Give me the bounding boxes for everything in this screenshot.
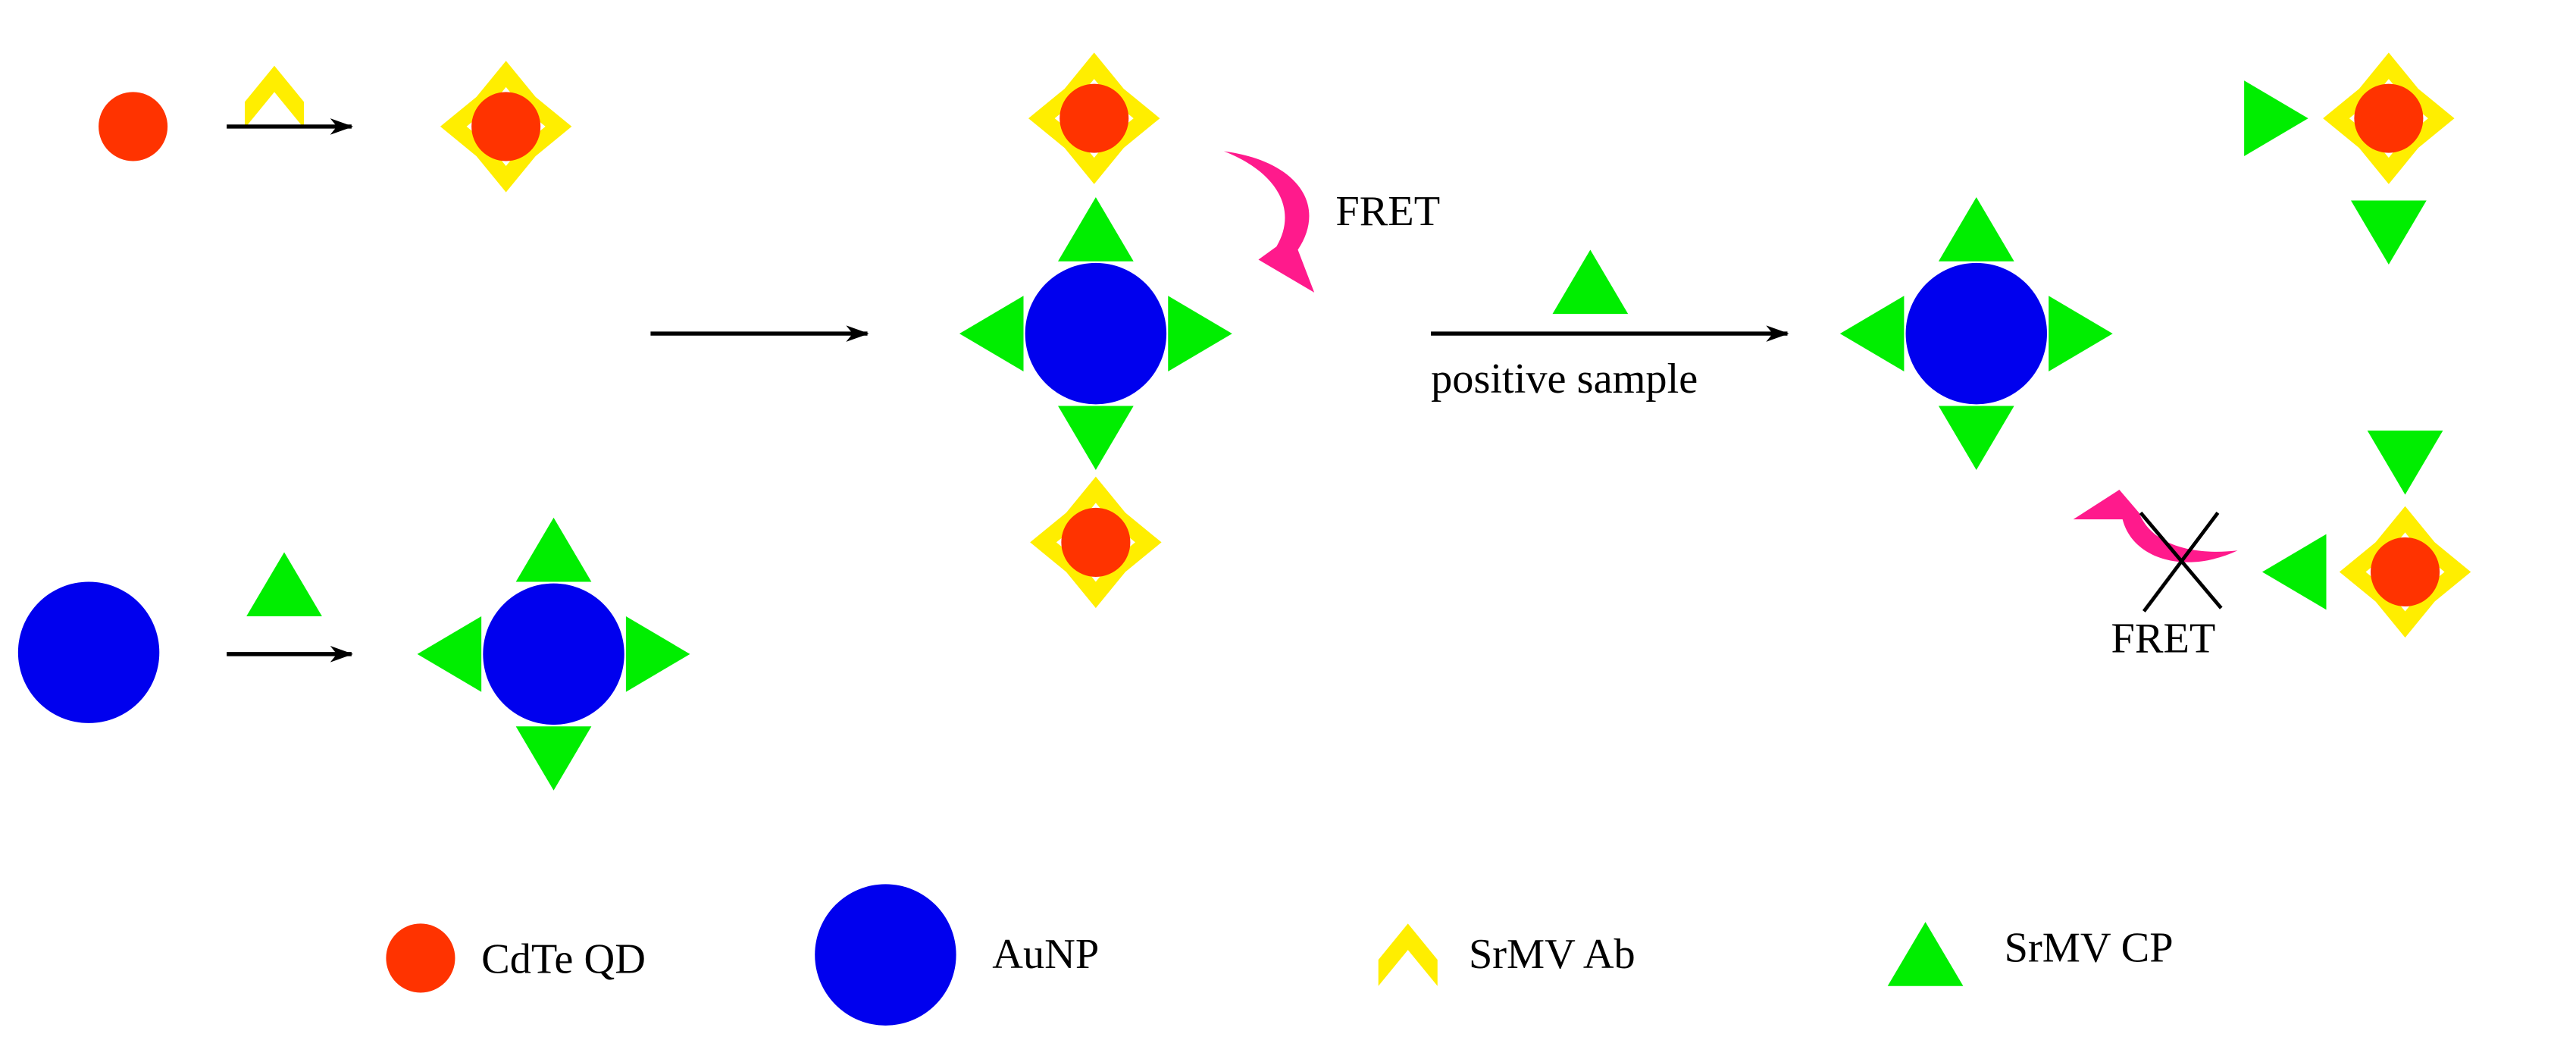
legend-item-coat-protein: SrMV CP [1887, 922, 2174, 986]
legend-label: SrMV Ab [1469, 931, 1635, 978]
aunp-dot-icon [815, 884, 956, 1026]
coat-protein-triangle-icon [2367, 431, 2443, 495]
coat-protein-triangle-icon [515, 517, 592, 582]
coat-protein-triangle-icon [246, 552, 322, 616]
legend-item-antibody: SrMV Ab [1378, 923, 1635, 986]
coat-protein-triangle-icon [1168, 296, 1232, 371]
qd-ab-conjugate [1030, 476, 1162, 609]
legend-item-qd: CdTe QD [386, 923, 646, 993]
antibody-chevron-icon [1378, 923, 1438, 986]
aunp-dot-icon [17, 581, 160, 723]
coat-protein-triangle-icon [1058, 197, 1134, 262]
aunp-cp-conjugate [959, 197, 1232, 471]
qd-dot-icon [99, 92, 168, 161]
antibody-chevron-icon [244, 65, 305, 129]
cross-mark [2142, 511, 2220, 612]
coat-protein-triangle-icon [1839, 296, 1905, 371]
aunp-dot-icon [483, 583, 624, 725]
positive-sample-label: positive sample [1431, 356, 1698, 403]
coat-protein-triangle-icon [625, 616, 690, 692]
legend-label: CdTe QD [481, 935, 646, 982]
step-positive-sample: positive sample [1431, 249, 1789, 403]
step-qd-conjugation [99, 61, 572, 193]
coat-protein-triangle-icon [515, 726, 592, 791]
qd-ab-cp-complex [2261, 431, 2471, 638]
coat-protein-triangle-icon [2351, 200, 2427, 265]
coat-protein-triangle-icon [1552, 249, 1629, 315]
blocked-fret: FRET [2073, 490, 2238, 663]
qd-dot-icon [2354, 83, 2424, 153]
qd-dot-icon [1060, 83, 1129, 153]
aunp-cp-conjugate [1839, 197, 2113, 471]
coat-protein-triangle-icon [417, 616, 482, 692]
qd-dot-icon [1061, 507, 1131, 577]
coat-protein-triangle-icon [2261, 534, 2327, 610]
fret-arrow-icon [1223, 151, 1315, 293]
fret-label: FRET [2111, 616, 2216, 663]
legend-label: SrMV CP [2005, 924, 2174, 971]
qd-dot-icon [2371, 537, 2440, 606]
legend: CdTe QD AuNP SrMV Ab SrMV CP [386, 884, 2174, 1026]
qd-dot-icon [471, 92, 541, 161]
qd-ab-conjugate [440, 61, 572, 193]
fret-arrow-icon [2073, 490, 2238, 562]
qd-dot-icon [386, 923, 455, 993]
qd-ab-cp-complex [2244, 52, 2455, 265]
aunp-cp-conjugate [417, 517, 690, 791]
legend-label: AuNP [992, 931, 1099, 978]
step-aunp-conjugation [17, 517, 690, 791]
coat-protein-triangle-icon [1938, 406, 2014, 471]
coat-protein-triangle-icon [2244, 80, 2308, 156]
fret-complex: FRET [959, 52, 1440, 609]
coat-protein-triangle-icon [1938, 197, 2014, 262]
coat-protein-triangle-icon [1887, 922, 1964, 986]
aunp-dot-icon [1025, 262, 1167, 405]
aunp-dot-icon [1905, 262, 2047, 405]
coat-protein-triangle-icon [959, 296, 1024, 371]
coat-protein-triangle-icon [1058, 406, 1134, 471]
qd-ab-conjugate [1028, 52, 1160, 184]
coat-protein-triangle-icon [2049, 296, 2113, 371]
fret-label: FRET [1335, 188, 1440, 235]
legend-item-aunp: AuNP [815, 884, 1099, 1026]
